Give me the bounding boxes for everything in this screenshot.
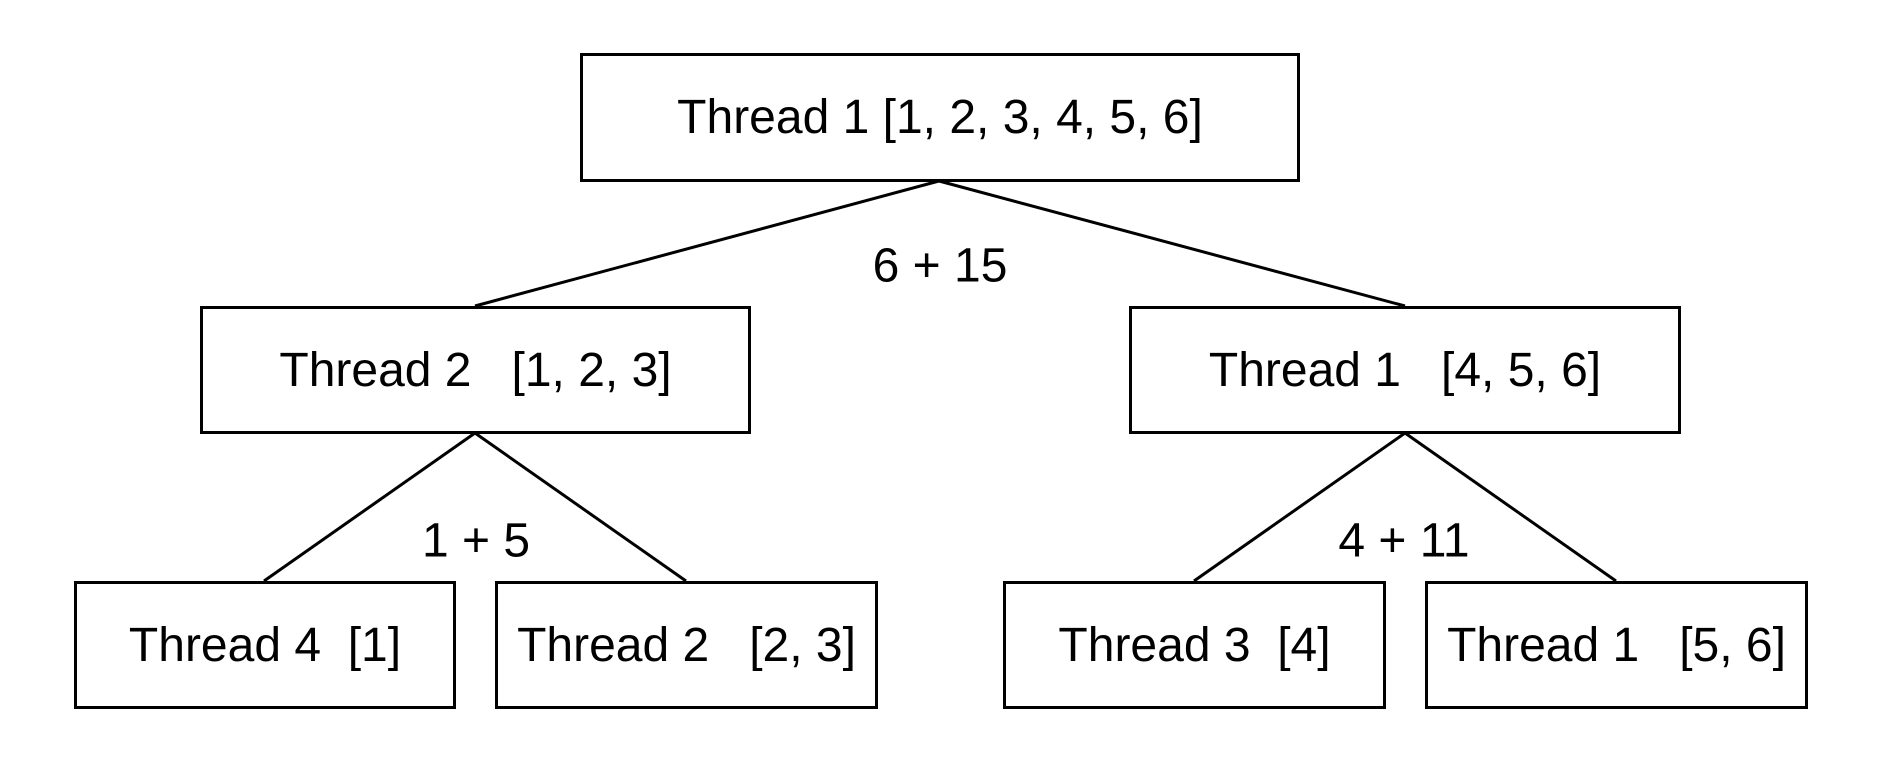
node-right-right-label: Thread 1 [5, 6] (1447, 618, 1786, 672)
node-left-label: Thread 2 [1, 2, 3] (279, 343, 672, 397)
merge-label-right: 4 + 11 (1338, 514, 1470, 568)
node-right-left: Thread 3 [4] (1003, 581, 1386, 709)
node-right-right: Thread 1 [5, 6] (1425, 581, 1808, 709)
edge-root-to-right (938, 179, 1406, 308)
node-right-label: Thread 1 [4, 5, 6] (1208, 343, 1602, 397)
edge-right-to-right-left (1193, 431, 1406, 583)
node-right: Thread 1 [4, 5, 6] (1129, 306, 1681, 434)
node-right-left-label: Thread 3 [4] (1058, 618, 1331, 672)
edge-right-to-right-right (1404, 431, 1617, 583)
merge-label-left: 1 + 5 (421, 514, 531, 568)
node-left-right: Thread 2 [2, 3] (495, 581, 878, 709)
merge-label-root: 6 + 15 (872, 239, 1008, 293)
node-left: Thread 2 [1, 2, 3] (200, 306, 751, 434)
node-left-right-label: Thread 2 [2, 3] (517, 618, 856, 672)
node-left-left: Thread 4 [1] (74, 581, 456, 709)
node-root: Thread 1 [1, 2, 3, 4, 5, 6] (580, 53, 1300, 182)
edge-root-to-left (474, 179, 940, 308)
node-root-label: Thread 1 [1, 2, 3, 4, 5, 6] (677, 91, 1203, 144)
edge-left-to-left-right (474, 431, 687, 583)
edge-left-to-left-left (263, 431, 476, 583)
node-left-left-label: Thread 4 [1] (128, 618, 402, 672)
